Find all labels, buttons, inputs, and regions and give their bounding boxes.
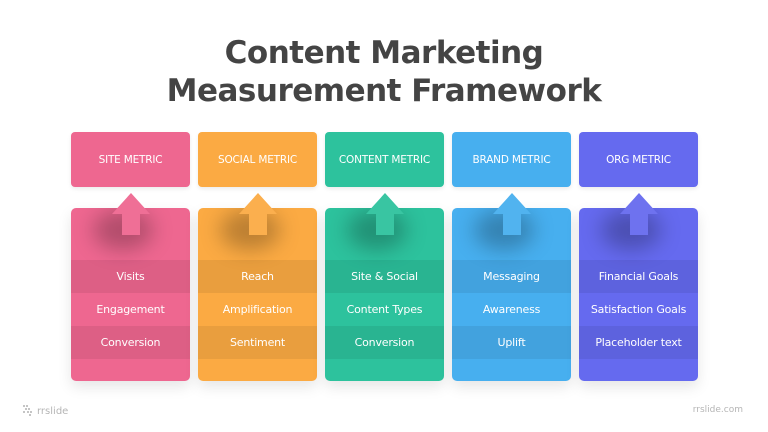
metric-heading-label: SITE METRIC	[98, 153, 163, 166]
metric-item: Awareness	[482, 303, 541, 316]
metric-item: Engagement	[96, 303, 165, 316]
metric-heading: BRAND METRIC	[452, 132, 571, 187]
metric-heading-label: ORG METRIC	[606, 153, 671, 166]
metric-heading: SOCIAL METRIC	[198, 132, 317, 187]
metric-item: Uplift	[452, 326, 571, 359]
metric-heading: SITE METRIC	[71, 132, 190, 187]
metric-item: Satisfaction Goals	[590, 303, 687, 316]
footer-brand-text: rrslide	[37, 406, 69, 417]
title-line-2: Measurement Framework	[166, 73, 602, 109]
title-line-1: Content Marketing	[224, 35, 544, 71]
metric-item: Conversion	[325, 326, 444, 359]
metric-heading-label: CONTENT METRIC	[338, 153, 431, 166]
metric-item: Placeholder text	[579, 326, 698, 359]
metric-heading: CONTENT METRIC	[325, 132, 444, 187]
up-arrow-icon	[366, 193, 404, 235]
metric-item: Reach	[198, 260, 317, 293]
metric-item: Site & Social	[325, 260, 444, 293]
up-arrow-icon	[620, 193, 658, 235]
metric-heading-label: SOCIAL METRIC	[218, 153, 297, 166]
metric-heading: ORG METRIC	[579, 132, 698, 187]
metric-item: Messaging	[452, 260, 571, 293]
metric-item: Amplification	[222, 303, 293, 316]
up-arrow-icon	[493, 193, 531, 235]
metric-item: Content Types	[346, 303, 423, 316]
rrslide-logo-icon	[22, 404, 34, 419]
slide-title: Content Marketing Measurement Framework	[0, 34, 768, 110]
up-arrow-icon	[112, 193, 150, 235]
metric-item: Conversion	[71, 326, 190, 359]
footer-brand: rrslide	[22, 404, 68, 419]
up-arrow-icon	[239, 193, 277, 235]
metric-heading-label: BRAND METRIC	[472, 153, 551, 166]
metric-item: Visits	[71, 260, 190, 293]
metric-item: Sentiment	[198, 326, 317, 359]
metric-item: Financial Goals	[579, 260, 698, 293]
footer-url: rrslide.com	[692, 405, 743, 415]
